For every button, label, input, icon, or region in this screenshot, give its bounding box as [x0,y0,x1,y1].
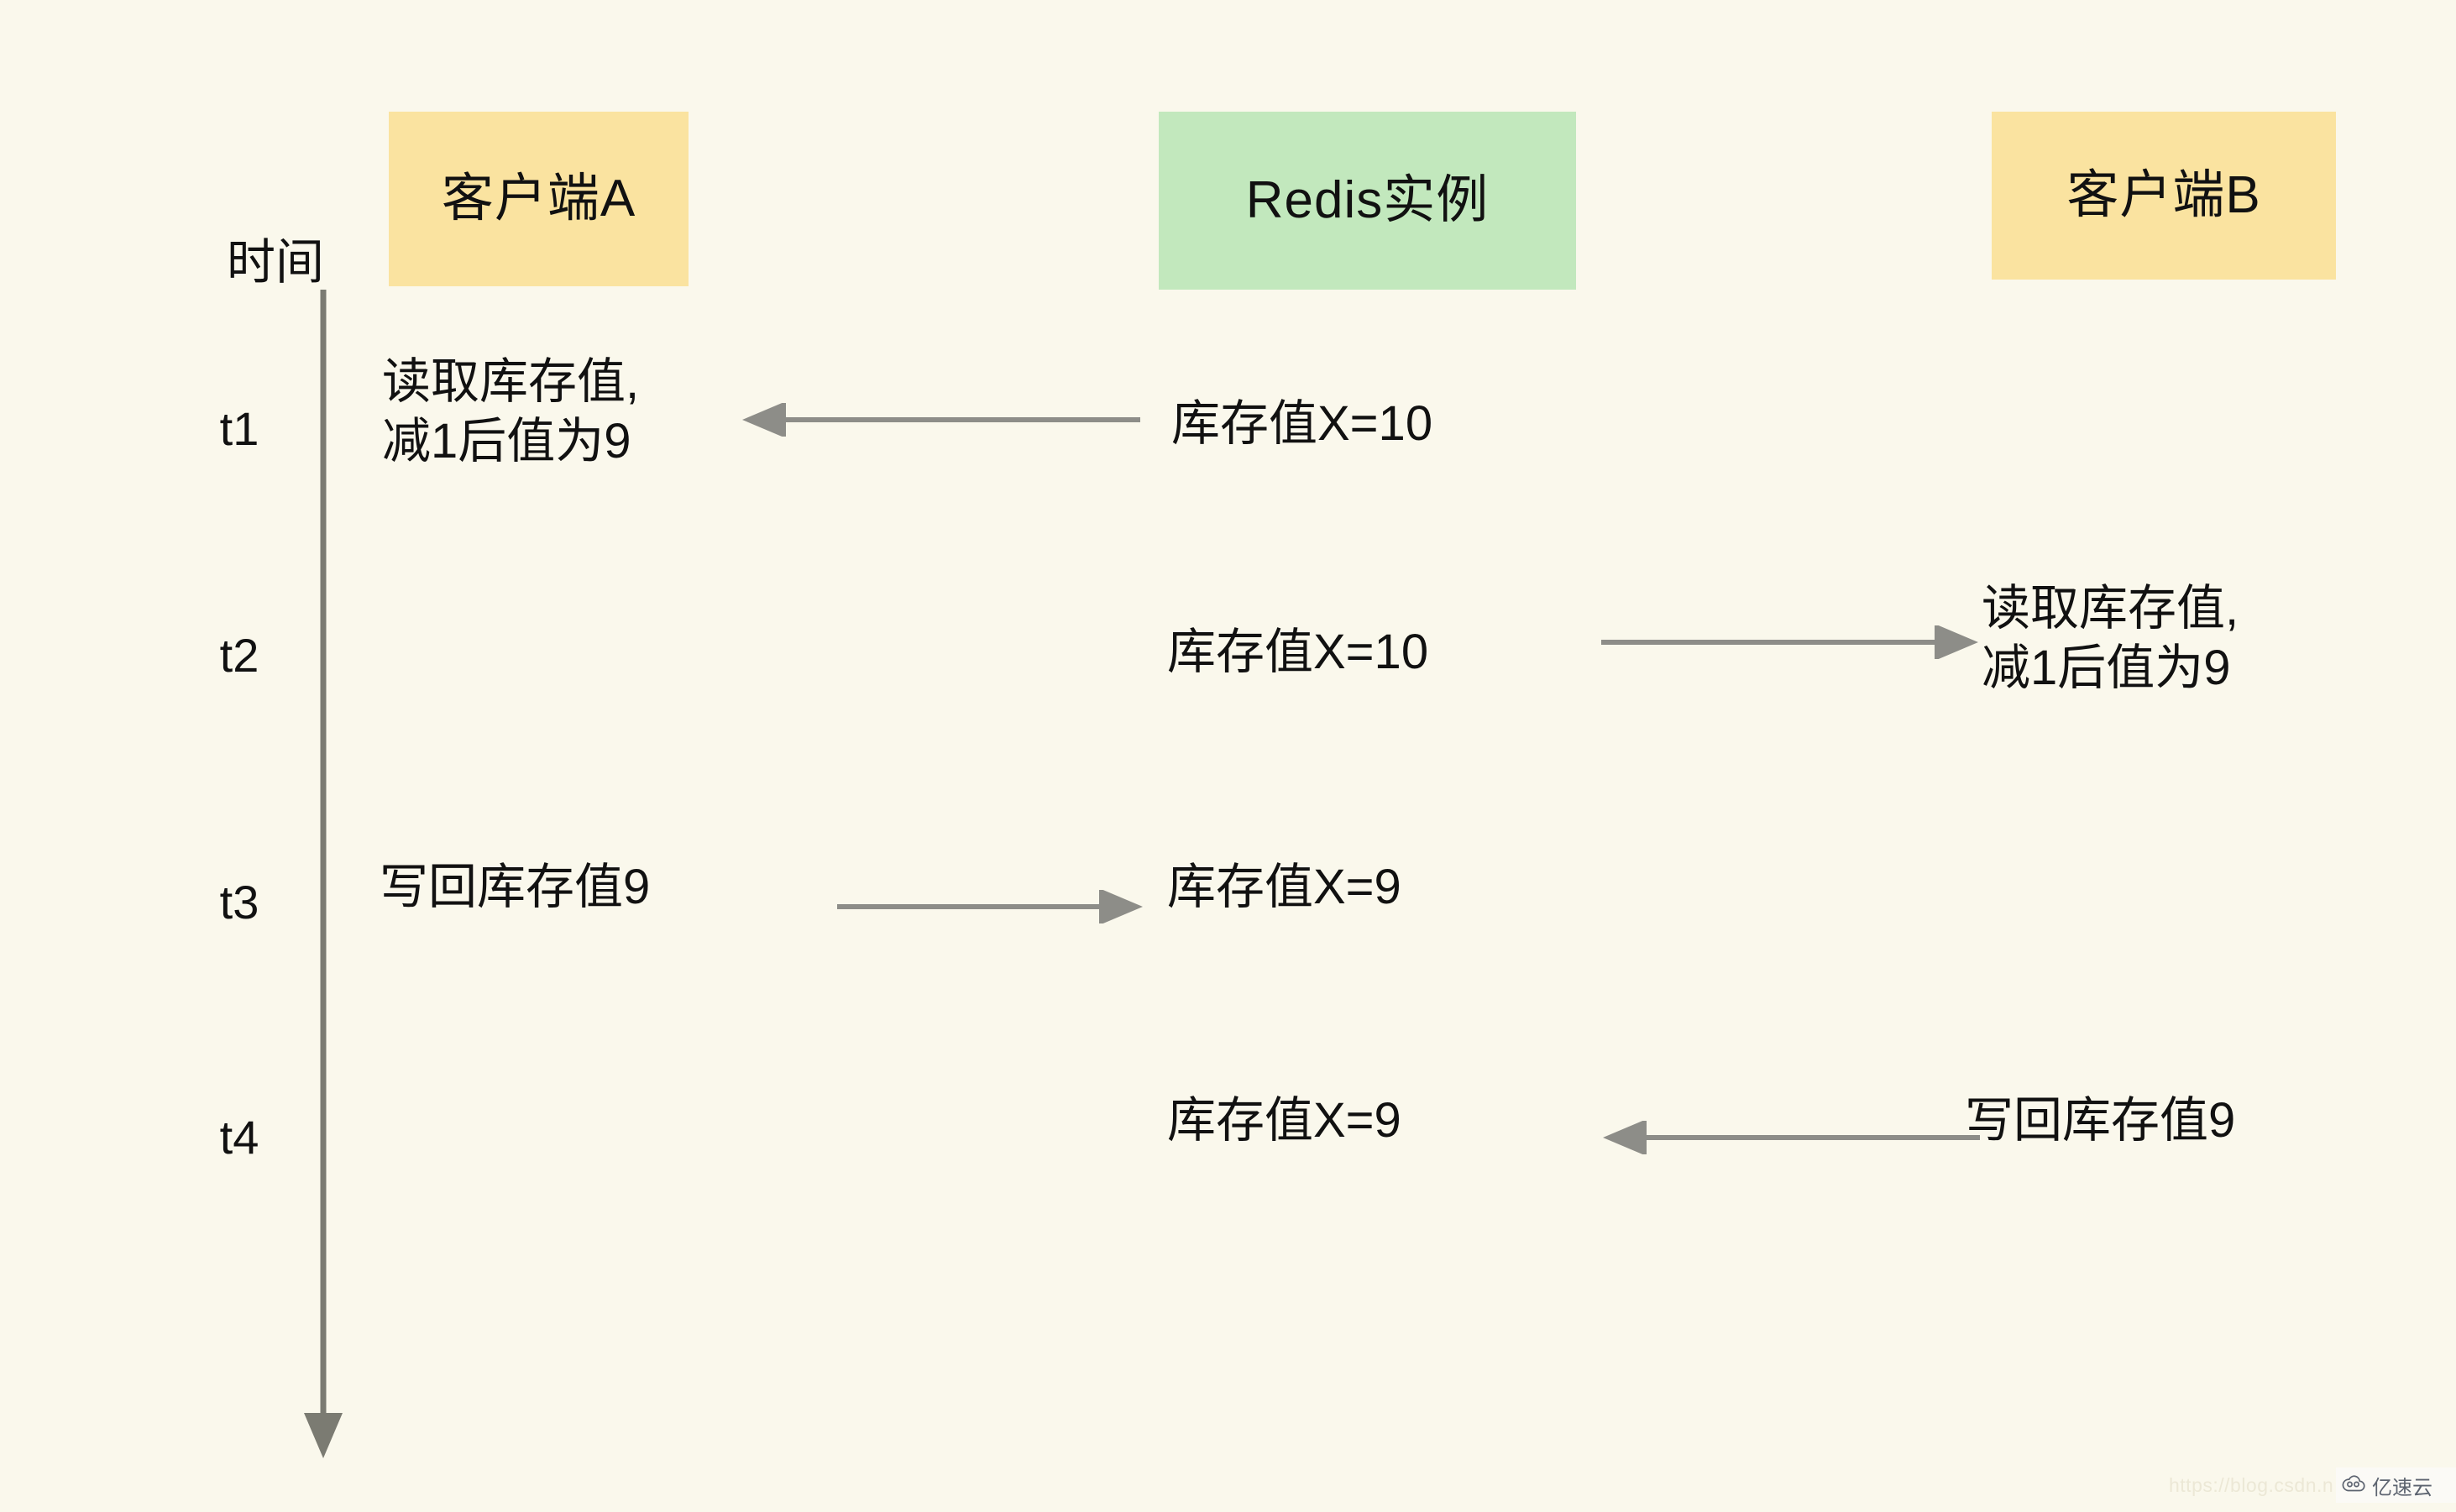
message-t4-client-b: 写回库存值9 [1965,1093,2236,1148]
message-t3-client-a: 写回库存值9 [380,860,651,914]
watermark-badge: 亿速云 [2336,1468,2456,1503]
lane-header-client-a-label: 客户端A [441,169,636,228]
time-tick-t3: t3 [219,876,259,929]
message-t3-redis: 库存值X=9 [1167,860,1401,914]
cloud-logo-icon [2341,1474,2366,1497]
watermark-brand: 亿速云 [2372,1476,2432,1499]
time-tick-t4: t4 [219,1111,259,1164]
lane-header-redis: Redis实例 [1159,112,1576,290]
time-axis-arrow [304,290,343,1458]
message-t2-client-b: 读取库存值, 减1后值为9 [1982,581,2239,695]
lane-header-client-b-label: 客户端B [2066,165,2261,224]
lane-header-client-b: 客户端B [1992,112,2336,280]
arrow-t4-client-b-to-redis [1603,1121,1980,1154]
arrow-t3-client-a-to-redis [837,890,1143,923]
message-t4-redis: 库存值X=9 [1167,1093,1401,1148]
lane-header-client-a: 客户端A [389,112,689,286]
arrow-t1-redis-to-client-a [742,403,1140,437]
watermark-url: https://blog.csdn.n [2169,1474,2334,1496]
lane-header-redis-label: Redis实例 [1245,170,1490,229]
message-t1-redis: 库存值X=10 [1171,396,1433,451]
time-tick-t2: t2 [219,629,259,682]
arrow-t2-redis-to-client-b [1601,625,1978,659]
time-tick-t1: t1 [219,402,259,455]
time-axis-label: 时间 [227,235,325,290]
message-t1-client-a: 读取库存值, 减1后值为9 [382,354,640,468]
message-t2-redis: 库存值X=10 [1167,625,1429,679]
